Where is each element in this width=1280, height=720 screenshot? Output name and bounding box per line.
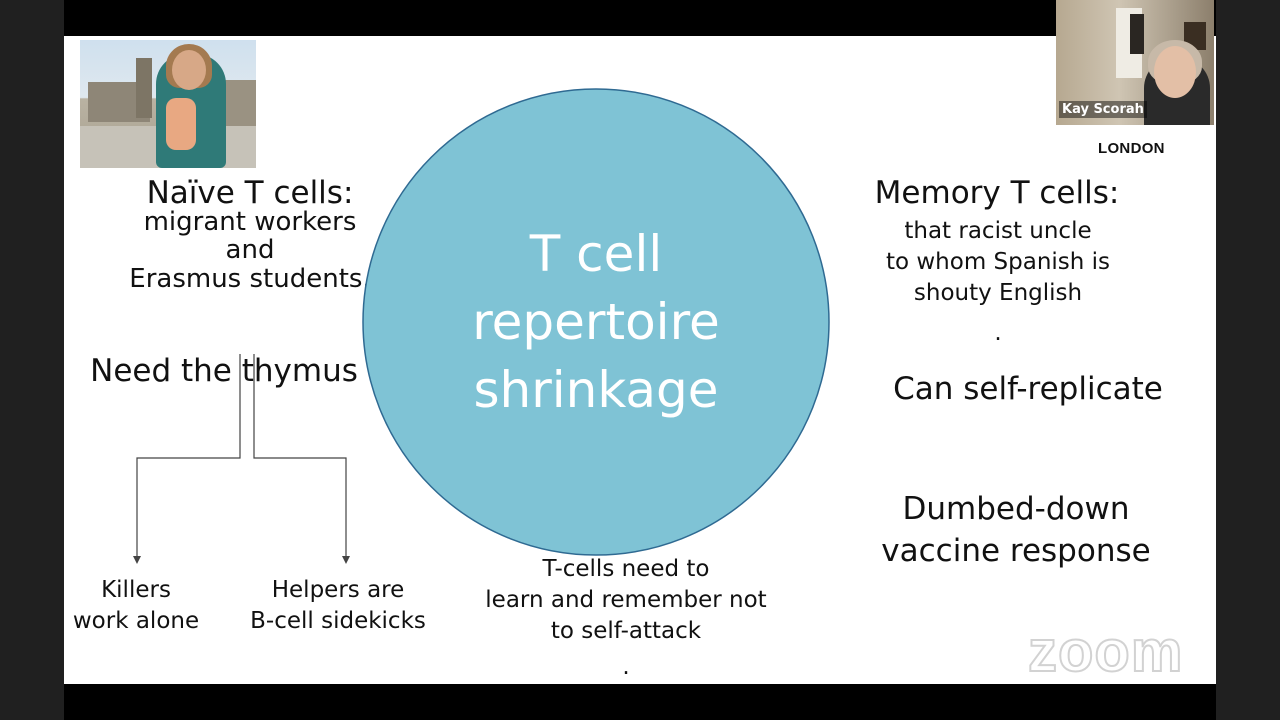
memory-heading: Memory T cells: — [874, 175, 1120, 211]
slide-photo — [80, 40, 256, 168]
naive-line-2: and — [225, 235, 275, 265]
need-thymus: Need the thymus — [90, 353, 358, 389]
shared-slide: Naïve T cells: migrant workers and Erasm… — [64, 36, 1216, 684]
dumbed-line-1: Dumbed-down — [902, 491, 1130, 527]
dumbed-line-2: vaccine response — [881, 533, 1151, 569]
left-letterbox — [0, 0, 64, 720]
right-letterbox — [1216, 0, 1280, 720]
memory-line-2: to whom Spanish is — [885, 249, 1111, 275]
helpers-line-2: B-cell sidekicks — [250, 608, 426, 634]
memory-line-1: that racist uncle — [904, 218, 1092, 244]
participant-video-tile[interactable]: Kay Scorah — [1056, 0, 1214, 125]
naive-line-3: Erasmus students. — [129, 264, 371, 294]
zoom-watermark: zoom — [1027, 618, 1184, 685]
repertoire-circle — [362, 88, 830, 556]
london-logo-text: LONDON — [1098, 140, 1165, 157]
self-replicate: Can self-replicate — [893, 371, 1163, 407]
thymus-connector-lines — [133, 354, 350, 564]
self-attack-line-2: learn and remember not — [485, 587, 767, 613]
top-letterbox — [64, 0, 1216, 36]
circle-line-1: T cell — [529, 225, 663, 283]
naive-line-1: migrant workers — [143, 207, 357, 237]
bottom-letterbox — [64, 684, 1216, 720]
killers-line-1: Killers — [101, 577, 171, 603]
circle-line-2: repertoire — [472, 293, 720, 351]
naive-heading: Naïve T cells: — [146, 175, 354, 211]
self-attack-dot: . — [622, 654, 630, 680]
memory-line-3: shouty English — [913, 280, 1083, 306]
self-attack-line-1: T-cells need to — [542, 556, 710, 582]
participant-name: Kay Scorah — [1059, 101, 1147, 118]
memory-dot: . — [994, 320, 1002, 346]
self-attack-line-3: to self-attack — [550, 618, 702, 644]
helpers-line-1: Helpers are — [271, 577, 405, 603]
killers-line-2: work alone — [72, 608, 200, 634]
circle-line-3: shrinkage — [473, 361, 719, 419]
